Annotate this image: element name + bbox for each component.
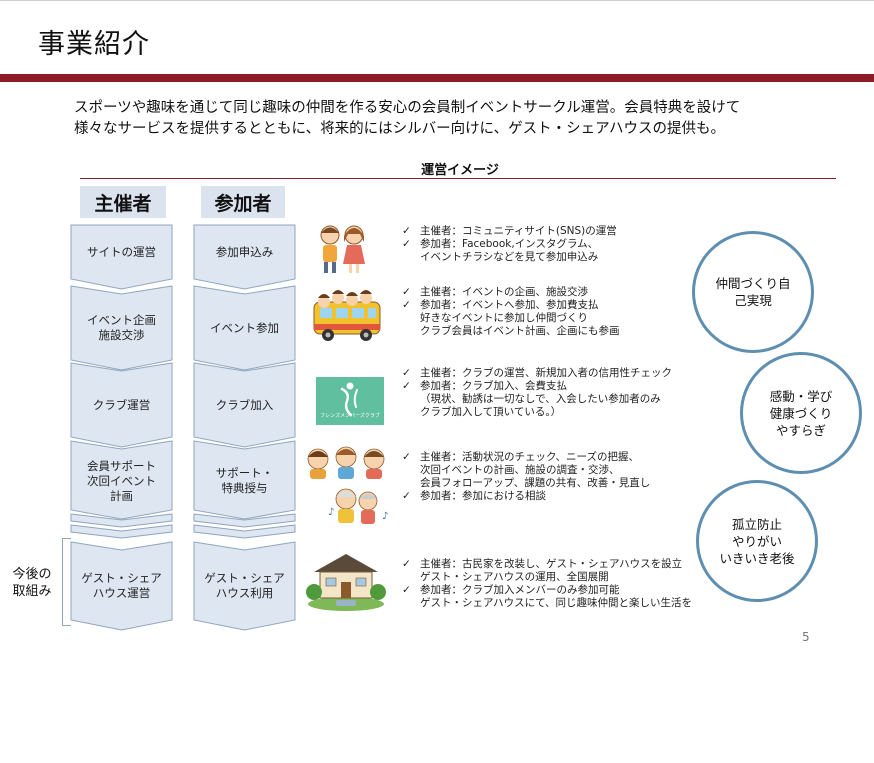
intro-line-2: 様々なサービスを提供するとともに、将来的にはシルバー向けに、ゲスト・シェアハウス… <box>74 121 726 137</box>
club-logo: フレンズメンバーズクラブ <box>316 377 384 425</box>
svg-text:♪: ♪ <box>328 507 334 518</box>
check-icon: ✓ <box>402 286 411 298</box>
future-bracket <box>62 538 71 626</box>
check-icon: ✓ <box>402 451 411 463</box>
organizer-step-site: サイトの運営 <box>70 224 173 290</box>
chevron-shape <box>70 440 173 520</box>
participant-step-event: イベント参加 <box>193 285 296 371</box>
title-accent-bar <box>0 74 874 82</box>
notes-group-club: ✓主催者：クラブの運営、新規加入者の信用性チェック ✓参加者：クラブ加入、会費支… <box>402 367 672 419</box>
check-icon: ✓ <box>402 225 411 237</box>
organizer-step-label: 会員サポート次回イベント計画 <box>87 458 156 503</box>
chevron-shape <box>193 440 296 520</box>
top-border <box>0 0 874 1</box>
value-circle-fellowship: 仲間づくり自己実現 <box>692 231 814 353</box>
chevron-shape <box>70 224 173 290</box>
chevron-shape <box>193 362 296 448</box>
note-item: ✓主催者：イベントの企画、施設交渉 <box>402 286 588 298</box>
organizer-step-sharehouse: ゲスト・シェアハウス運営 <box>70 541 173 631</box>
notes-group-sharehouse: ✓主催者：古民家を改装し、ゲスト・シェアハウスを設立 ゲスト・シェアハウスの運用… <box>402 558 692 610</box>
value-circle-elderly: 孤立防止やりがいいきいき老後 <box>696 480 818 602</box>
members-illustration: ♪ ♪ <box>304 443 394 533</box>
intro-text: スポーツや趣味を通じて同じ趣味の仲間を作る安心の会員制イベントサークル運営。会員… <box>74 98 740 140</box>
house-icon <box>306 554 386 611</box>
club-logo-caption: フレンズメンバーズクラブ <box>320 413 380 419</box>
note-item: ✓主催者：クラブの運営、新規加入者の信用性チェック <box>402 367 672 379</box>
note-continuation: 次回イベントの計画、施設の調査・交渉、 <box>420 464 620 476</box>
note-continuation: 会員フォローアップ、課題の共有、改善・見直し <box>420 477 651 489</box>
organizer-step-label: サイトの運営 <box>87 244 156 259</box>
organizer-step-label: ゲスト・シェアハウス運営 <box>81 571 162 600</box>
couple-illustration <box>312 222 374 274</box>
page-title: 事業紹介 <box>38 29 150 60</box>
participant-step-apply: 参加申込み <box>193 224 296 290</box>
notes-group-support: ✓主催者：活動状況のチェック、ニーズの把握、 次回イベントの計画、施設の調査・交… <box>402 451 650 503</box>
note-continuation: 好きなイベントに参加し仲間づくり <box>420 312 588 324</box>
members-group-icon: ♪ ♪ <box>307 446 388 524</box>
section-heading: 運営イメージ <box>421 163 499 178</box>
bus-icon <box>313 290 381 341</box>
note-continuation: ゲスト・シェアハウスにて、同じ趣味仲間と楽しい生活を <box>420 597 693 609</box>
organizer-step-label: イベント企画施設交渉 <box>87 313 156 342</box>
note-item: ✓参加者：イベントへ参加、参加費支払 <box>402 299 599 311</box>
chevron-shape <box>193 285 296 371</box>
organizer-gap-chevrons <box>70 513 173 539</box>
note-item: ✓主催者：活動状況のチェック、ニーズの把握、 <box>402 451 640 463</box>
organizer-step-label: クラブ運営 <box>92 397 151 412</box>
participant-step-label: ゲスト・シェアハウス利用 <box>204 571 285 600</box>
participant-step-label: 参加申込み <box>215 244 274 259</box>
couple-icon <box>320 225 365 273</box>
check-icon: ✓ <box>402 299 411 311</box>
note-continuation: イベントチラシなどを見て参加申込み <box>420 251 599 263</box>
participant-step-label: クラブ加入 <box>215 397 274 412</box>
check-icon: ✓ <box>402 367 411 379</box>
note-item: ✓参加者：クラブ加入メンバーのみ参加可能 <box>402 584 620 596</box>
organizer-column-header: 主催者 <box>80 186 166 218</box>
chevron-shape <box>70 285 173 371</box>
section-divider <box>80 178 836 179</box>
organizer-step-support: 会員サポート次回イベント計画 <box>70 440 173 520</box>
check-icon: ✓ <box>402 558 411 570</box>
value-circle-health: 感動・学び健康づくりやすらぎ <box>740 352 862 474</box>
bus-tour-illustration <box>310 288 384 344</box>
note-item: ✓参加者：参加における相談 <box>402 490 546 502</box>
participant-step-label: サポート・特典授与 <box>215 466 274 495</box>
note-item: ✓主催者：コミュニティサイト(SNS)の運営 <box>402 225 617 237</box>
chevron-shape <box>193 224 296 290</box>
check-icon: ✓ <box>402 380 411 392</box>
organizer-step-club: クラブ運営 <box>70 362 173 448</box>
note-continuation: クラブ会員はイベント計画、企画にも参画 <box>420 325 620 337</box>
notes-group-event: ✓主催者：イベントの企画、施設交渉 ✓参加者：イベントへ参加、参加費支払 好きな… <box>402 286 620 338</box>
participant-step-sharehouse: ゲスト・シェアハウス利用 <box>193 541 296 631</box>
note-item: ✓参加者：Facebook,インスタグラム、 <box>402 238 599 250</box>
participant-gap-chevrons <box>193 513 296 539</box>
participant-step-club: クラブ加入 <box>193 362 296 448</box>
check-icon: ✓ <box>402 584 411 596</box>
svg-text:♪: ♪ <box>382 511 388 522</box>
organizer-step-event: イベント企画施設交渉 <box>70 285 173 371</box>
share-house-illustration <box>306 546 386 612</box>
participant-step-label: イベント参加 <box>210 320 279 335</box>
check-icon: ✓ <box>402 238 411 250</box>
check-icon: ✓ <box>402 490 411 502</box>
participant-step-support: サポート・特典授与 <box>193 440 296 520</box>
intro-line-1: スポーツや趣味を通じて同じ趣味の仲間を作る安心の会員制イベントサークル運営。会員… <box>74 100 741 116</box>
note-continuation: ゲスト・シェアハウスの運用、全国展開 <box>420 571 609 583</box>
chevron-shape <box>193 541 296 631</box>
future-initiatives-label: 今後の 取組み <box>12 567 52 599</box>
club-figure-icon <box>340 382 358 417</box>
participant-column-header: 参加者 <box>201 186 285 218</box>
page-number: 5 <box>802 630 810 644</box>
notes-group-site: ✓主催者：コミュニティサイト(SNS)の運営 ✓参加者：Facebook,インス… <box>402 225 617 264</box>
chevron-shape <box>70 362 173 448</box>
note-continuation: クラブ加入して頂いている。） <box>420 406 562 418</box>
note-item: ✓主催者：古民家を改装し、ゲスト・シェアハウスを設立 <box>402 558 683 570</box>
note-continuation: （現状、勧誘は一切なしで、入会したい参加者のみ <box>420 393 661 405</box>
chevron-shape <box>70 541 173 631</box>
note-item: ✓参加者：クラブ加入、会費支払 <box>402 380 567 392</box>
